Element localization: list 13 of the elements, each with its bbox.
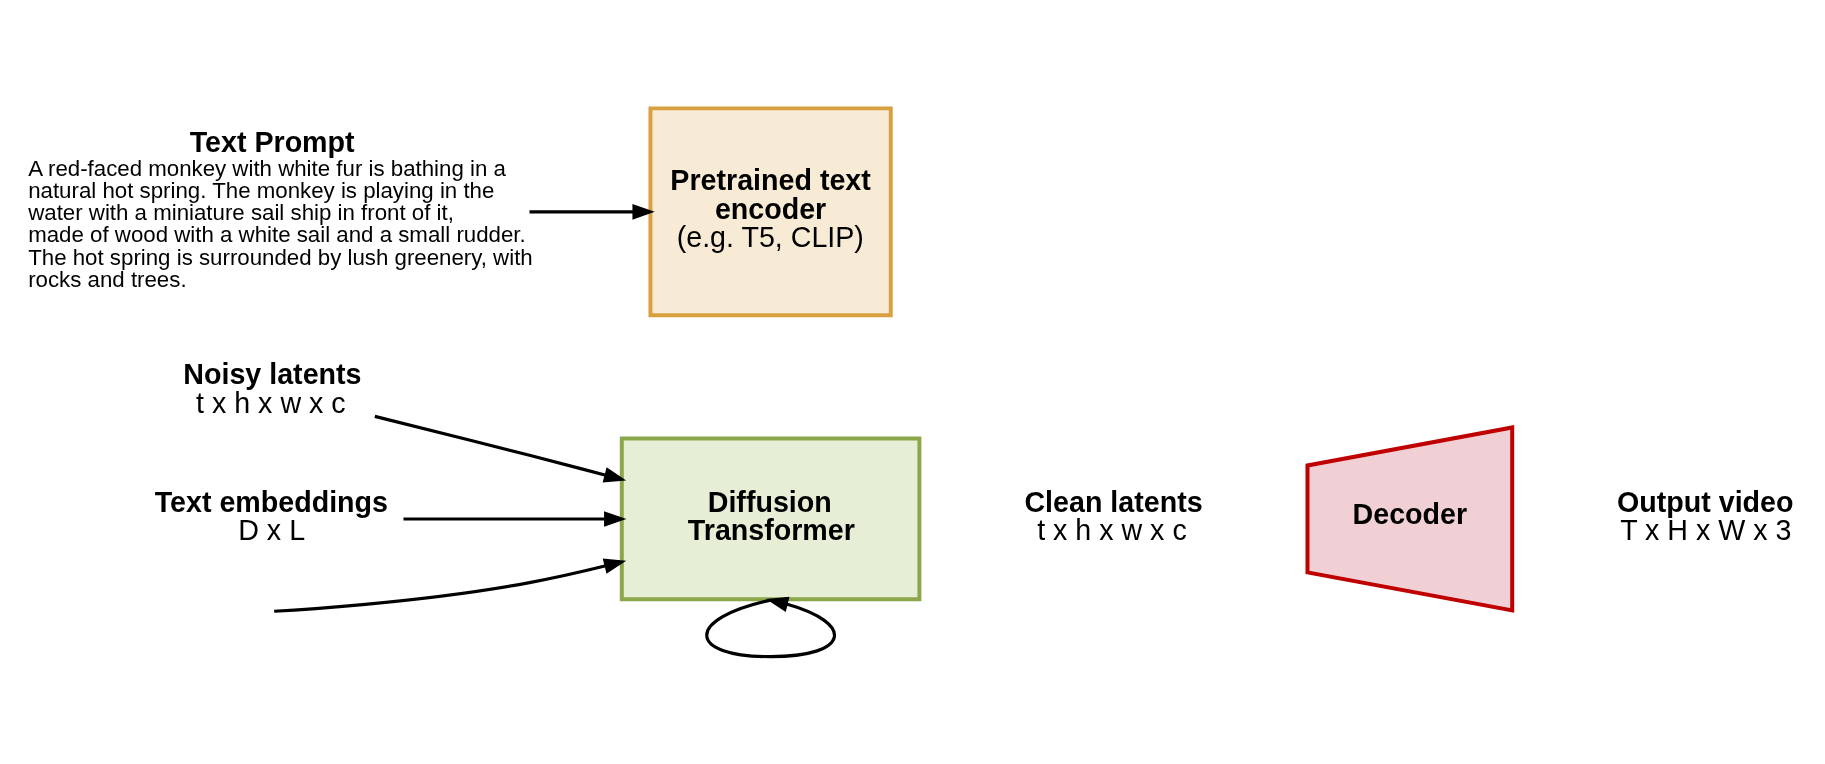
arrow (529, 203, 655, 220)
arrow (374, 414, 627, 482)
node-box: Pretrained text encoder (e.g. T5, CLIP) (648, 105, 893, 317)
node-text: Text Prompt A red-faced monkey with white fur is bathing in a natural hot spring. The monkey is playing in the water with a miniature sail ship in front of it, made of wood with a white sail and a small rudder. The hot spring is surrounded by lush greenery, with rocks and trees. (28, 125, 533, 292)
arrow (274, 558, 627, 613)
node-text: Text embeddings D x L (154, 485, 388, 546)
node-box: Decoder (1305, 424, 1515, 613)
arrow (705, 596, 836, 658)
node-box: Diffusion Transformer (619, 436, 922, 601)
node-text: Noisy latents t x h x w x c (183, 357, 362, 419)
node-text: Output video T x H x W x 3 (1616, 485, 1794, 546)
arrow (403, 510, 627, 527)
node-text: Clean latents t x h x w x c (1024, 485, 1203, 546)
